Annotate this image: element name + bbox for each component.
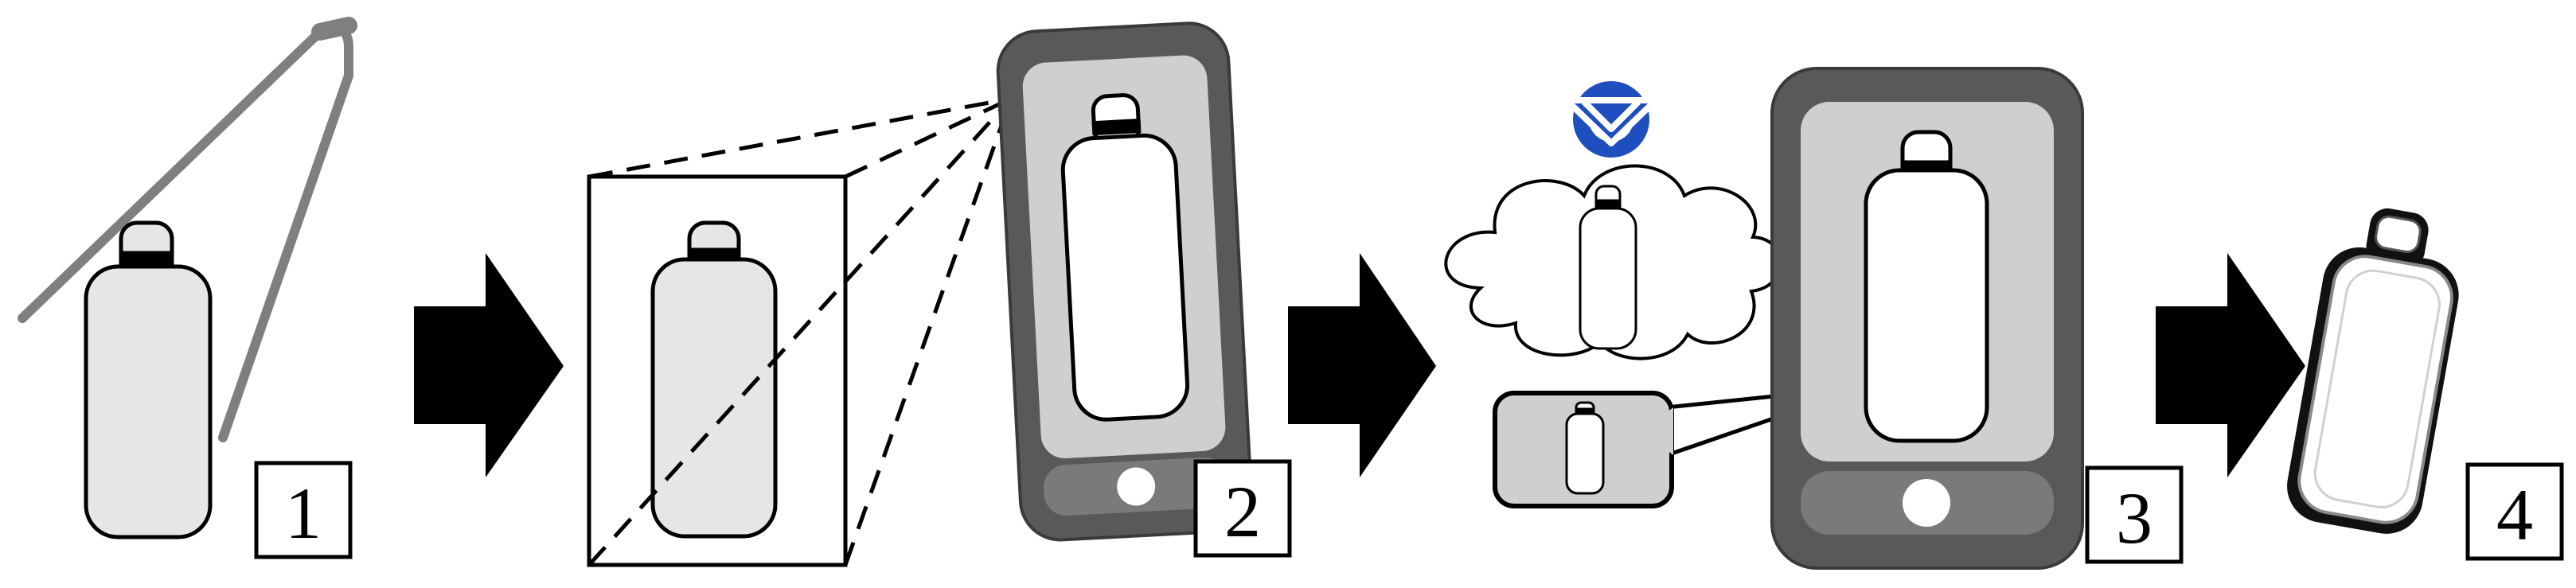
right-arrow-icon: [414, 253, 564, 477]
right-arrow-icon: [1288, 253, 1436, 477]
step-4-scene: 4: [2287, 208, 2564, 561]
step-number: 1: [285, 473, 322, 554]
smartphone-icon: [996, 21, 1253, 542]
tongs-icon: [18, 17, 357, 442]
bottle-icon: [1579, 185, 1637, 350]
scan-lines: [587, 96, 1013, 567]
scan-box: [587, 174, 848, 567]
step-4-box: 4: [2465, 462, 2564, 561]
step-1-box: 1: [254, 461, 353, 559]
bottle-icon: [1565, 401, 1605, 495]
home-button: [1117, 467, 1156, 506]
bottle-icon: [1060, 93, 1190, 422]
bottle-icon: [1864, 130, 1989, 443]
step-2-box: 2: [1193, 459, 1292, 558]
step-number: 4: [2496, 474, 2533, 555]
smartphone-icon: [1770, 67, 2084, 570]
step-1-scene: 1: [18, 17, 357, 559]
step-number: 3: [2116, 477, 2153, 559]
step-3-box: 3: [2085, 465, 2184, 564]
bottle-icon: [650, 220, 778, 539]
step-number: 2: [1224, 471, 1261, 552]
bottle-icon: [84, 220, 213, 539]
step-2-scene: 2: [587, 21, 1292, 567]
blue-emblem-icon: [1563, 81, 1659, 158]
bottle-icon: [2287, 208, 2459, 534]
step-3-scene: 3: [1444, 67, 2184, 570]
right-arrow-icon: [2156, 253, 2305, 477]
home-button: [1903, 479, 1950, 527]
